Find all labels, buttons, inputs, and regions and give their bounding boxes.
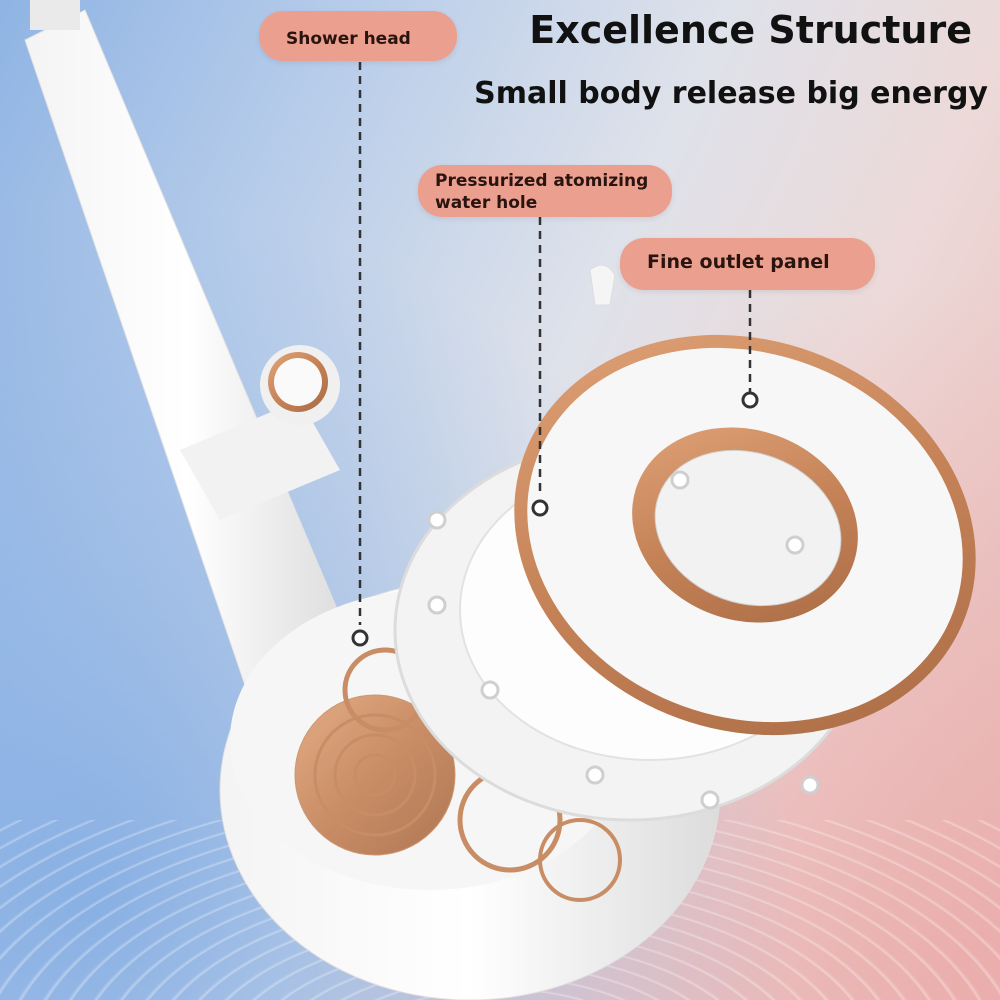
callout-target-markers — [351, 391, 759, 647]
headline-subtitle: Small body release big energy — [474, 76, 988, 111]
outlet-panel — [514, 264, 976, 736]
callout-atomizing-water-hole: Pressurized atomizing water hole — [418, 165, 672, 217]
handle — [24, 0, 351, 701]
callout-label: Pressurized atomizing water hole — [435, 171, 649, 213]
callout-fine-outlet-panel: Fine outlet panel — [620, 238, 875, 290]
callout-label: Shower head — [286, 29, 411, 49]
power-button-graphic — [260, 345, 340, 425]
callout-label: Fine outlet panel — [647, 251, 830, 273]
callout-shower-head: Shower head — [259, 11, 457, 61]
headline-title: Excellence Structure — [529, 8, 972, 52]
callout-leader-lines — [358, 62, 752, 625]
